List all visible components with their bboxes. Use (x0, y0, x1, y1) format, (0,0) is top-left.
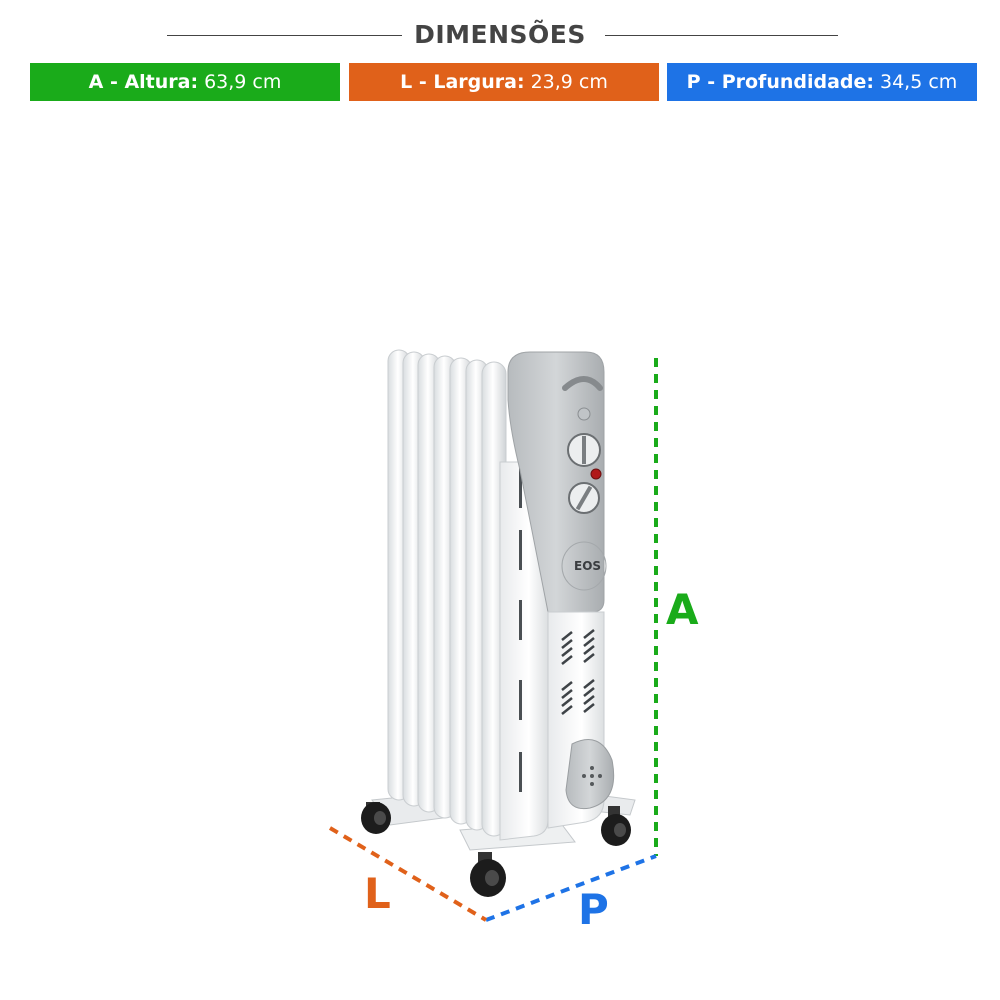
title-row: DIMENSÕES (0, 18, 1000, 58)
dimension-depth-value: 34,5 cm (880, 71, 958, 93)
height-letter: A (666, 585, 699, 634)
dimension-height-badge: A - Altura: 63,9 cm (30, 63, 340, 101)
indicator-light-icon (590, 468, 602, 480)
dimension-height-value: 63,9 cm (204, 71, 282, 93)
page-title: DIMENSÕES (414, 20, 586, 49)
title-divider-left (167, 35, 402, 36)
title-divider-right (605, 35, 838, 36)
dimension-depth-badge: P - Profundidade: 34,5 cm (667, 63, 977, 101)
oil-heater-radiator-icon: EOS (371, 349, 636, 851)
width-dimension-line (328, 826, 488, 922)
dimension-height-label: A - Altura: (88, 71, 199, 93)
caster-wheel-icon (361, 802, 391, 834)
dimension-width-label: L - Largura: (400, 71, 525, 93)
power-knob-icon (568, 482, 600, 514)
caster-wheel-icon (470, 852, 506, 897)
dimension-width-value: 23,9 cm (530, 71, 608, 93)
dimension-width-badge: L - Largura: 23,9 cm (349, 63, 659, 101)
width-letter: L (364, 869, 391, 918)
brand-logo: EOS (574, 559, 601, 573)
dimension-depth-label: P - Profundidade: (686, 71, 874, 93)
thermostat-knob-icon (567, 433, 601, 467)
caster-wheel-icon (601, 806, 631, 846)
depth-letter: P (578, 885, 609, 934)
depth-dimension-line (485, 854, 657, 922)
